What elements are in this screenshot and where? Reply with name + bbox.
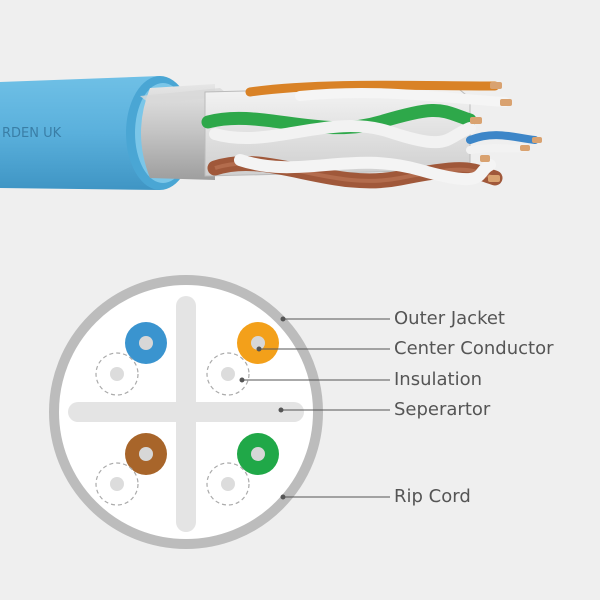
label-center-conductor: Center Conductor — [394, 338, 554, 359]
conductor-orange — [237, 322, 279, 364]
label-outer-jacket: Outer Jacket — [394, 308, 505, 329]
white-brown-pair — [234, 154, 496, 186]
label-separator: Seperartor — [394, 399, 491, 420]
leader-lines — [239, 316, 390, 500]
foil-shield — [141, 84, 215, 180]
cable-jacket — [0, 76, 170, 190]
blue-pair — [466, 131, 539, 144]
white-green-pair — [209, 120, 476, 149]
copper-conductor-tips — [470, 82, 542, 182]
label-insulation: Insulation — [394, 369, 483, 390]
conductor-blue — [125, 322, 167, 364]
cable-print-text: RDEN UK — [2, 126, 62, 141]
orange-pair — [245, 80, 500, 97]
label-rip-cord: Rip Cord — [394, 486, 471, 507]
insulation-white-conductors — [95, 352, 250, 506]
conductor-brown — [125, 433, 167, 475]
separator-cross — [68, 296, 304, 532]
conductor-green — [237, 433, 279, 475]
